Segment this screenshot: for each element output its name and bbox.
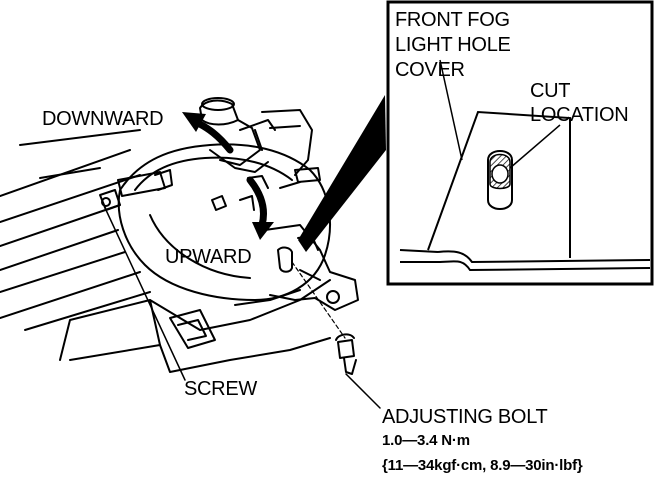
inset-title: FRONT FOG LIGHT HOLE COVER (395, 8, 555, 83)
upward-arrowhead (252, 222, 274, 240)
downward-label: DOWNWARD (42, 108, 164, 130)
adjusting-bolt-drawing (291, 261, 381, 409)
screw-leader (105, 209, 186, 381)
cut-region (489, 153, 511, 190)
inset-title-line: LIGHT HOLE (395, 34, 511, 56)
adjuster-knob (199, 97, 313, 189)
inset-panel (386, 0, 654, 286)
callout-wedge (298, 95, 386, 252)
upward-arrow (246, 176, 267, 229)
torque-alt-label: {11—34kgf·cm, 8.9—30in·lbf} (382, 457, 583, 474)
bumper-lines (0, 129, 151, 331)
upward-label: UPWARD (165, 246, 252, 268)
cut-location-line-1: CUT (530, 80, 571, 102)
screw-label: SCREW (184, 378, 257, 400)
torque-nm-label: 1.0—3.4 N·m (382, 432, 470, 449)
inset-title-line: FRONT FOG (395, 9, 510, 31)
cut-location-line-2: LOCATION (530, 104, 629, 126)
fog-lamp-housing (99, 143, 331, 301)
downward-arrowhead (182, 112, 206, 132)
adjusting-bolt-label: ADJUSTING BOLT (382, 406, 548, 428)
inset-title-line: COVER (395, 59, 465, 81)
